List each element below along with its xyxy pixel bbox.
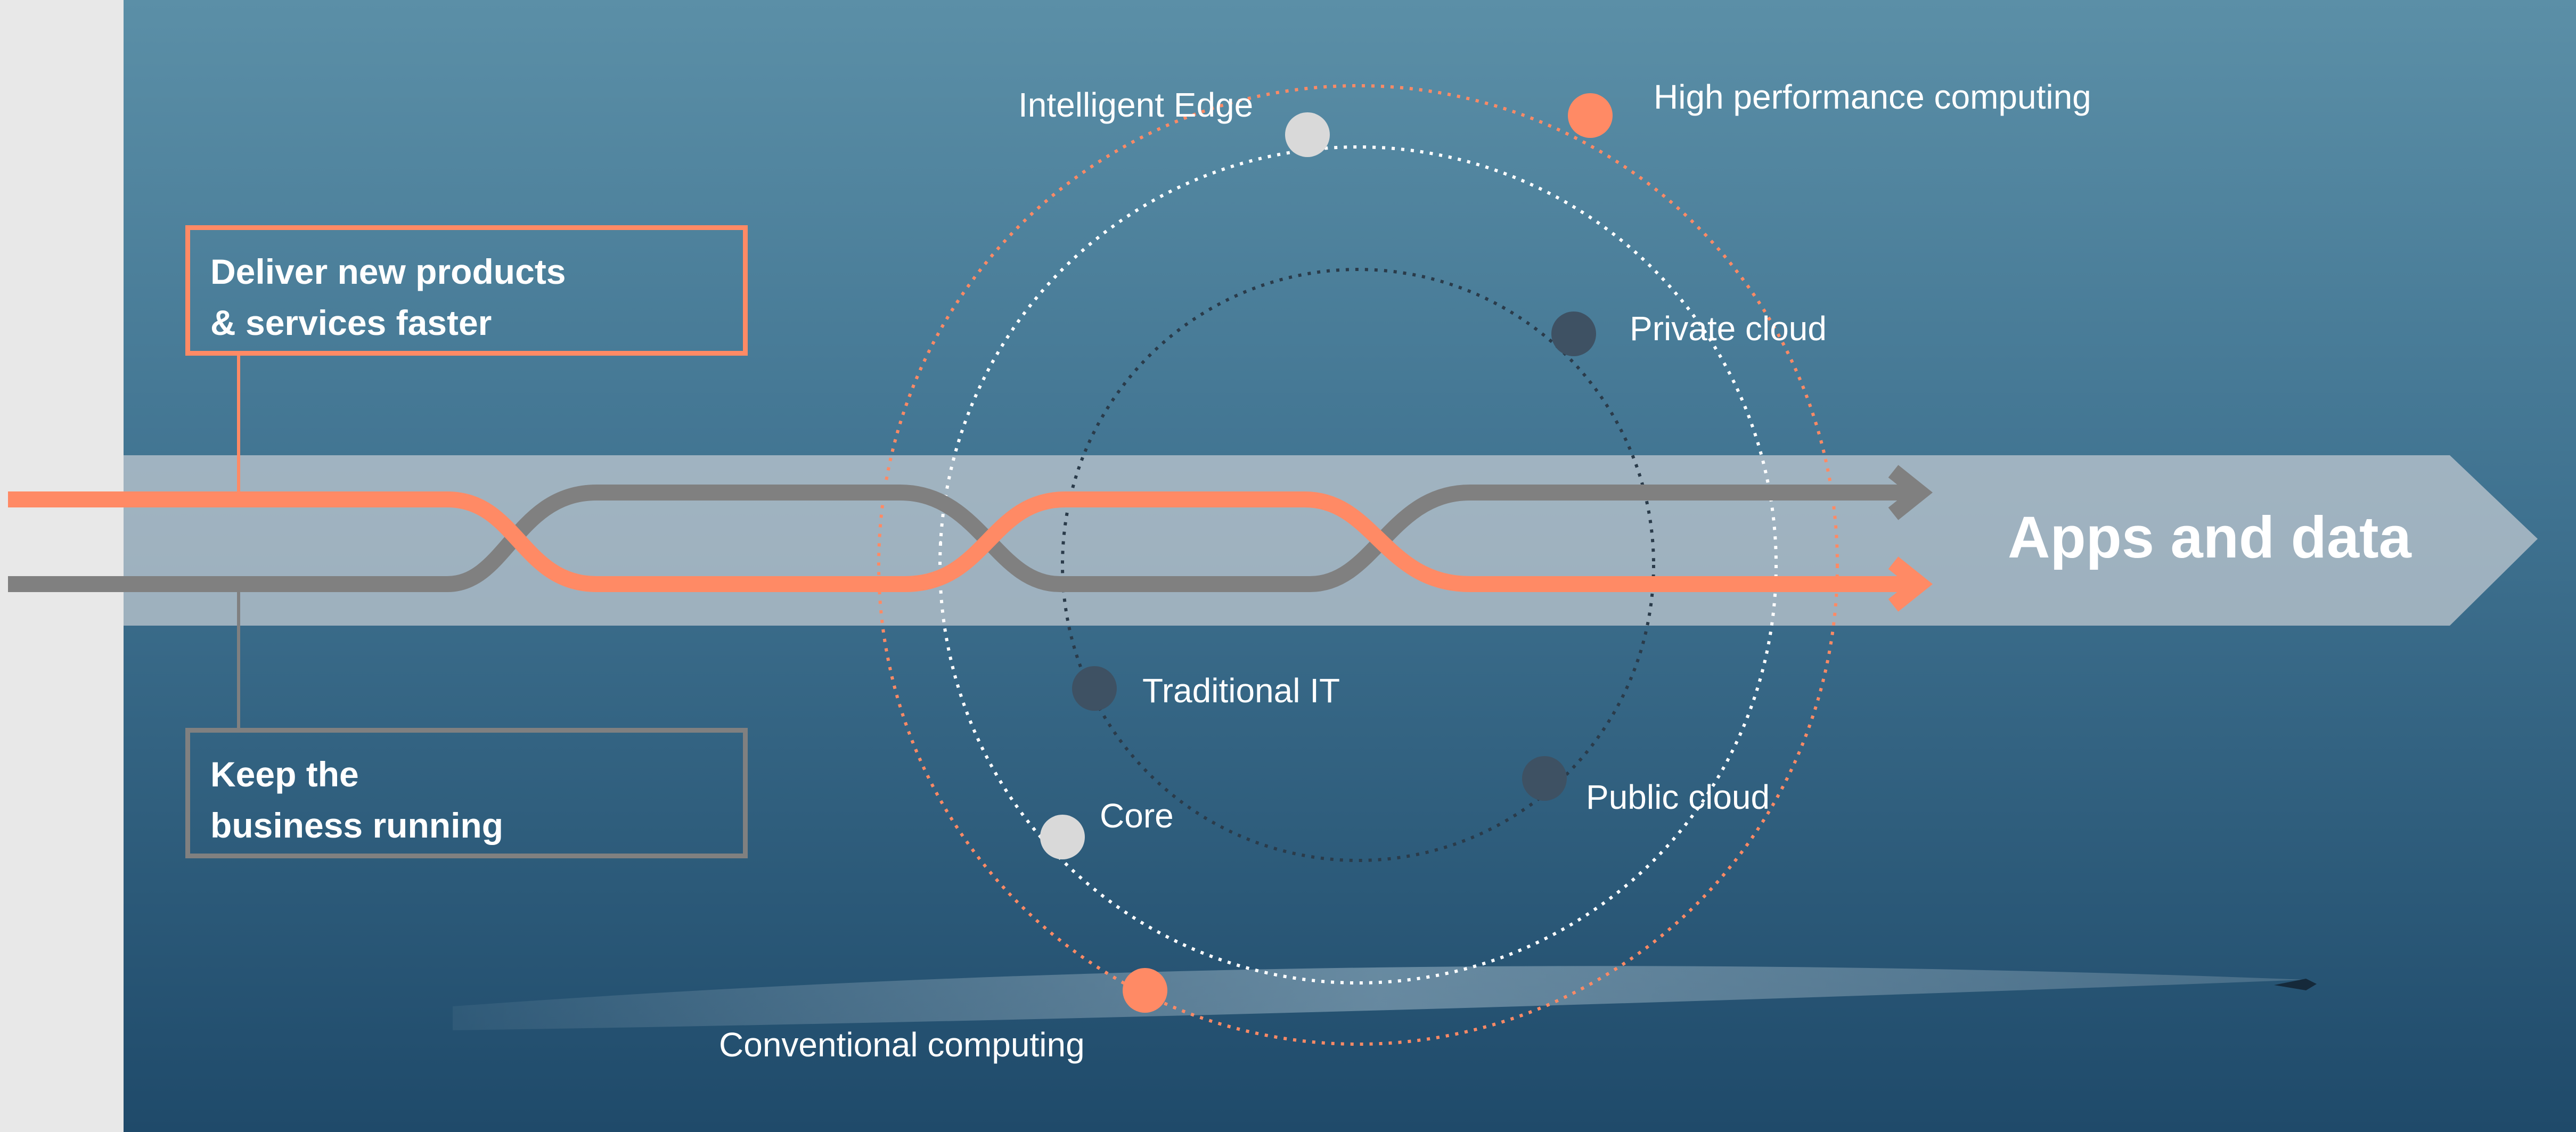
core-dot	[1040, 815, 1085, 859]
keep-running-arrowhead	[1888, 465, 1933, 520]
left-panel	[0, 0, 124, 1132]
keep-running-line1: Keep the	[210, 754, 359, 794]
boat-wake	[453, 966, 2306, 1030]
public-cloud-label: Public cloud	[1586, 778, 1770, 816]
keep-running-box: Keep the business running	[185, 728, 748, 858]
inner-ring	[1061, 268, 1655, 862]
private-cloud-label: Private cloud	[1630, 309, 1827, 348]
private-cloud-dot	[1551, 311, 1596, 356]
hpc-dot	[1568, 93, 1613, 138]
intelligent-edge-label: Intelligent Edge	[1018, 86, 1254, 124]
middle-ring	[938, 145, 1778, 985]
keep-running-text: Keep the business running	[210, 749, 503, 851]
deliver-faster-line	[8, 491, 1912, 592]
boat	[2274, 979, 2317, 990]
deliver-faster-line2: & services faster	[210, 303, 492, 342]
conventional-computing-dot	[1123, 968, 1167, 1013]
intelligent-edge-dot	[1285, 112, 1330, 157]
traditional-it-label: Traditional IT	[1142, 671, 1340, 710]
core-label: Core	[1100, 797, 1174, 835]
outer-ring	[877, 84, 1839, 1046]
traditional-it-dot	[1072, 666, 1117, 711]
conventional-computing-label: Conventional computing	[719, 1026, 1085, 1064]
keep-running-line2: business running	[210, 806, 504, 845]
deliver-faster-arrowhead	[1888, 556, 1933, 612]
apps-and-data-label: Apps and data	[2008, 505, 2411, 570]
deliver-faster-text: Deliver new products & services faster	[210, 246, 566, 348]
hpc-label: High performance computing	[1654, 78, 2091, 116]
deliver-faster-box: Deliver new products & services faster	[185, 225, 748, 356]
deliver-faster-line1: Deliver new products	[210, 252, 566, 291]
public-cloud-dot	[1522, 756, 1567, 801]
